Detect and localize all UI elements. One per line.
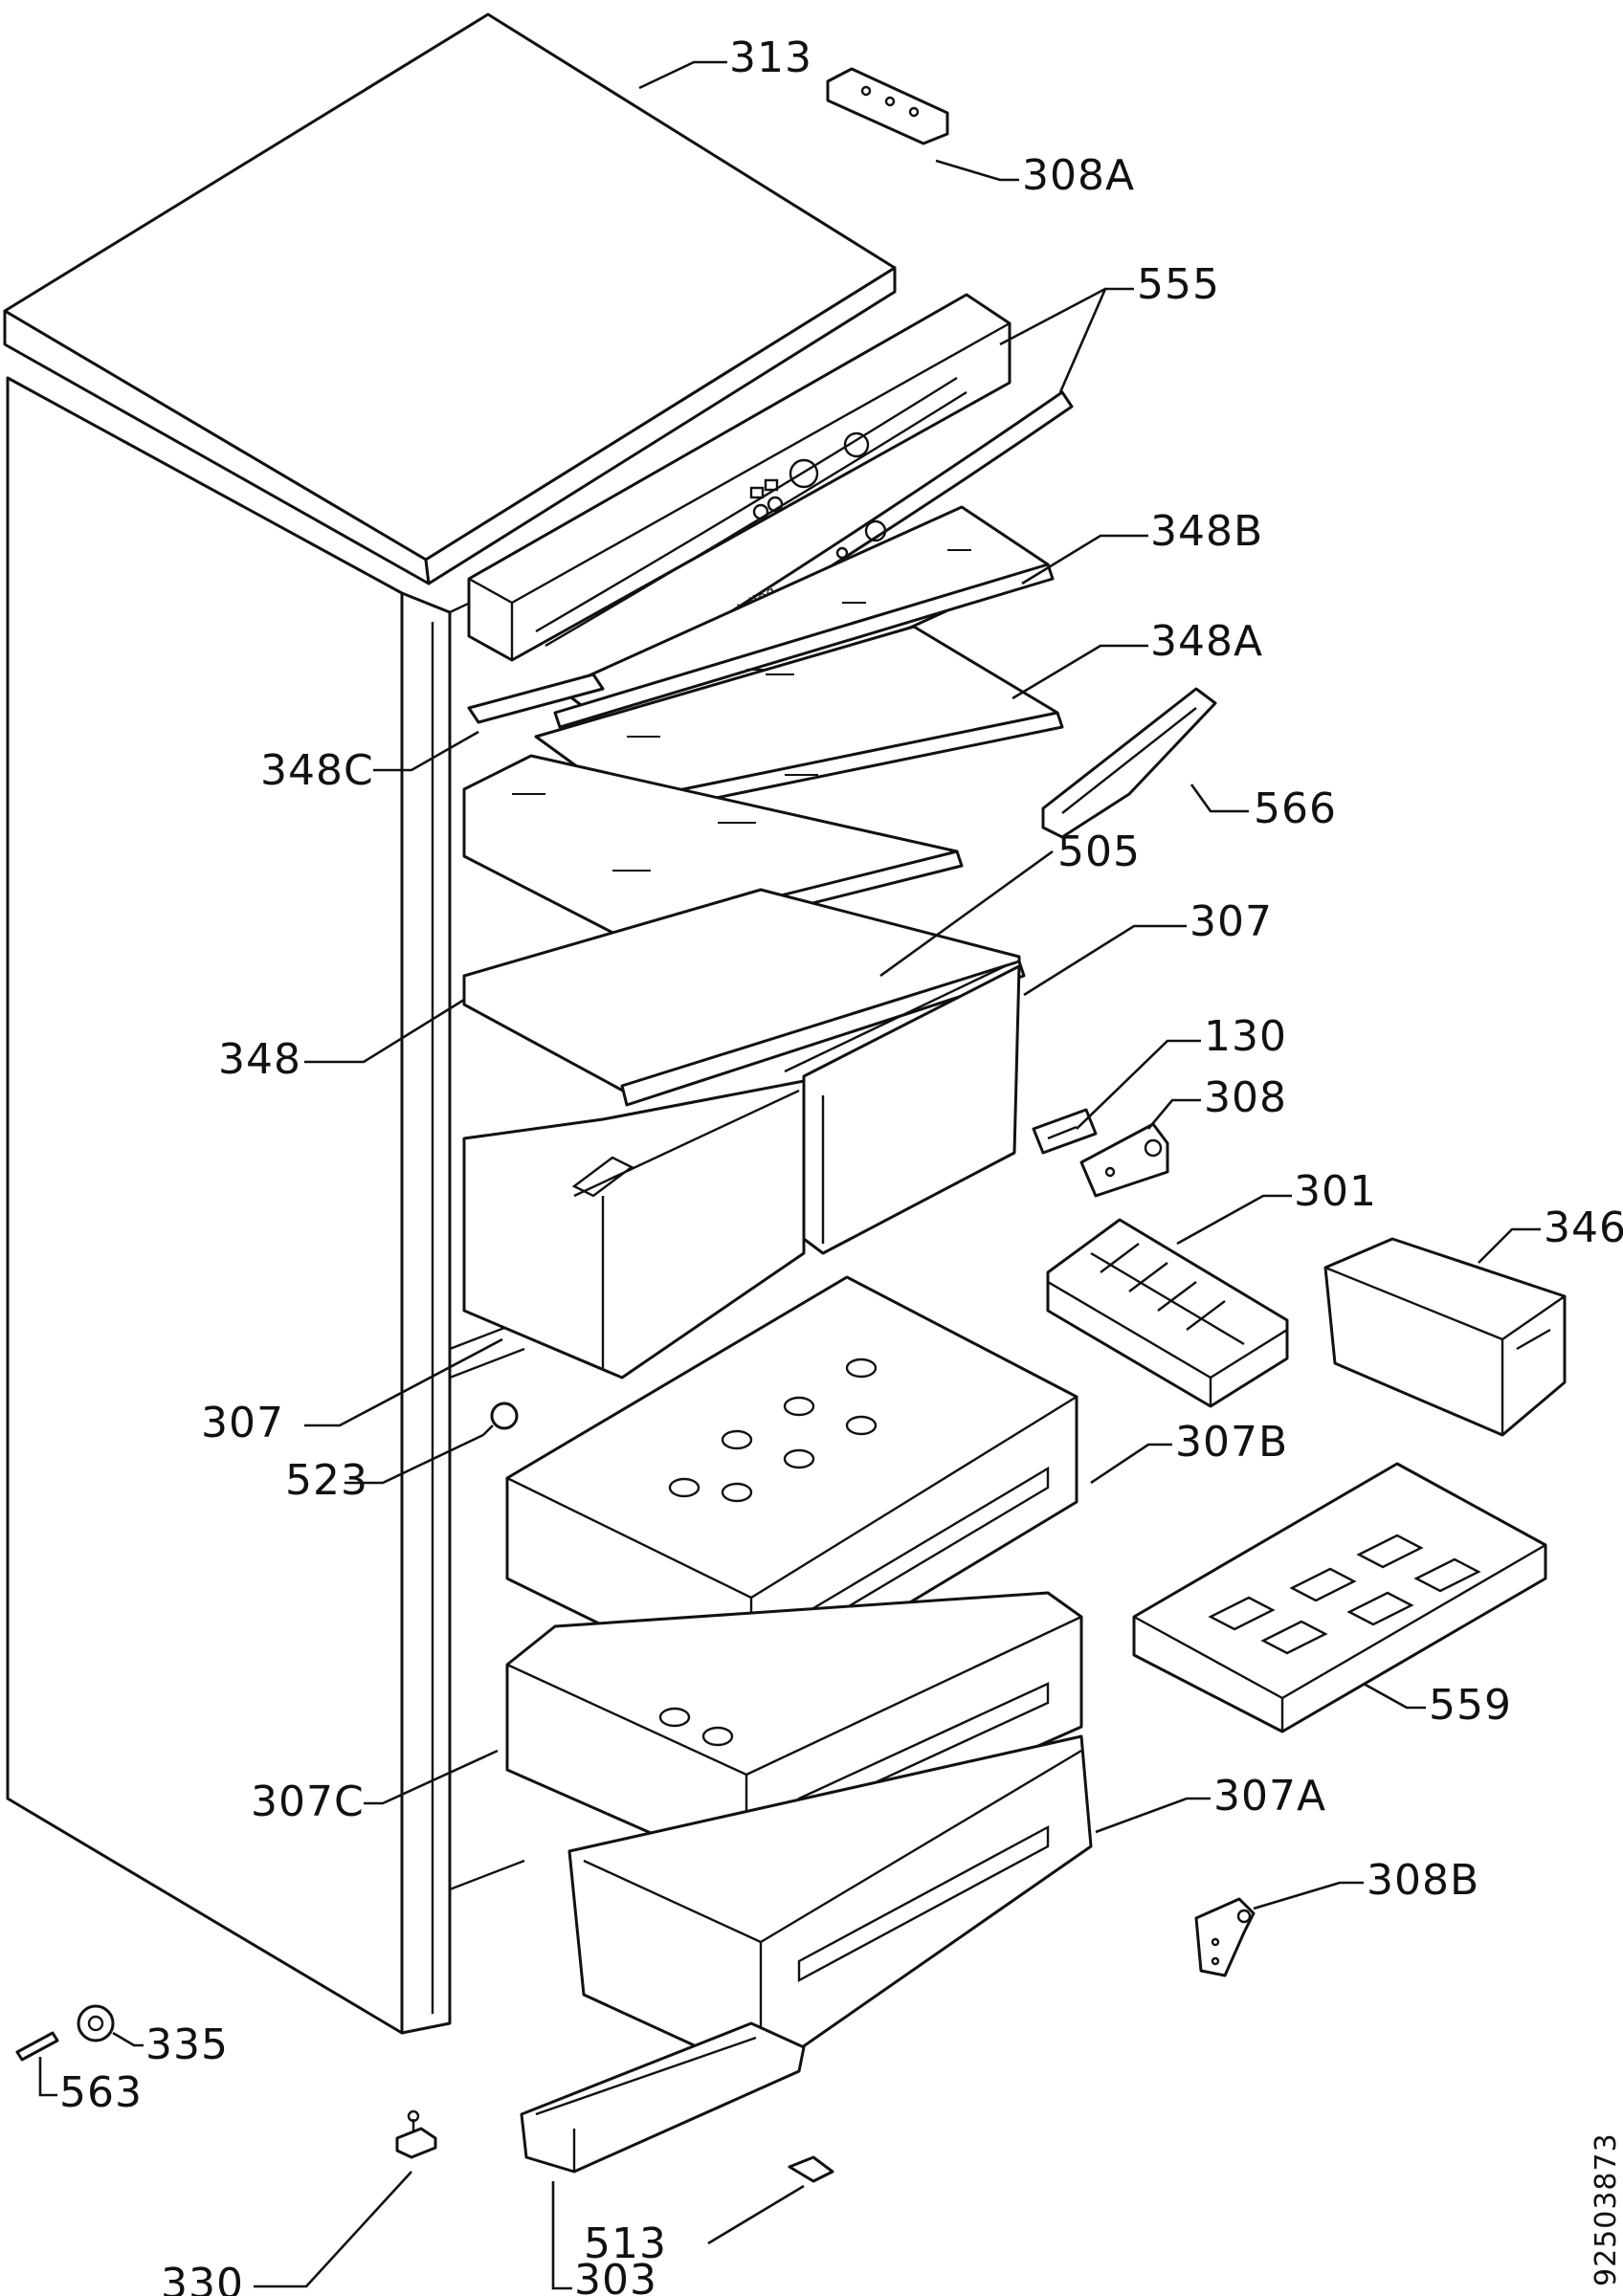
label-348a: 348A <box>1150 617 1263 666</box>
label-348c: 348C <box>260 746 374 795</box>
label-559: 559 <box>1429 1681 1512 1730</box>
label-308: 308 <box>1204 1073 1287 1122</box>
label-307-left: 307 <box>201 1399 284 1447</box>
label-307a: 307A <box>1213 1772 1326 1821</box>
hinge-308a <box>826 67 949 145</box>
foot-330 <box>395 2109 437 2159</box>
label-303: 303 <box>574 2256 657 2296</box>
door-bin-346 <box>1323 1237 1567 1437</box>
label-523: 523 <box>285 1456 368 1505</box>
label-301: 301 <box>1294 1167 1377 1216</box>
label-307b: 307B <box>1175 1418 1288 1467</box>
leader-lines <box>38 60 1541 2290</box>
freezer-drawer-307b <box>505 1275 1078 1700</box>
hinge-308 <box>1079 1122 1169 1198</box>
crisper-drawer-307-left <box>462 1079 806 1380</box>
label-348: 348 <box>218 1035 301 1084</box>
label-330: 330 <box>161 2260 244 2296</box>
label-307c: 307C <box>251 1777 365 1826</box>
label-563: 563 <box>59 2068 143 2117</box>
label-130: 130 <box>1204 1012 1287 1061</box>
cabinet-body <box>3 12 897 2035</box>
switch-523 <box>482 1402 519 1436</box>
cold-accumulator-559 <box>1132 1462 1547 1733</box>
bracket-130 <box>1032 1108 1098 1155</box>
freezer-drawer-307a <box>567 1734 1093 2078</box>
hinge-308b <box>1194 1897 1256 1977</box>
shelf-348c-bracket <box>467 673 605 724</box>
document-number: 92503873 <box>1590 2132 1623 2286</box>
part-labels: 313 308A 555 348B 348A 348C 566 505 307 … <box>59 33 1623 2296</box>
castor-335 <box>77 2004 115 2042</box>
label-335: 335 <box>145 2020 229 2069</box>
label-313: 313 <box>729 33 812 82</box>
bracket-566 <box>1041 687 1217 839</box>
label-555: 555 <box>1137 260 1220 309</box>
pin-563 <box>15 2031 59 2062</box>
control-panel-555 <box>467 293 1012 662</box>
label-307-top: 307 <box>1189 897 1273 946</box>
plinth-303 <box>520 2021 806 2174</box>
label-308a: 308A <box>1022 151 1135 200</box>
label-513: 513 <box>584 2219 667 2268</box>
ice-tray-301 <box>1046 1218 1289 1408</box>
label-505: 505 <box>1057 828 1141 876</box>
label-348b: 348B <box>1150 507 1263 556</box>
label-346: 346 <box>1544 1203 1623 1252</box>
clip-513 <box>788 2155 834 2183</box>
label-308b: 308B <box>1367 1856 1479 1905</box>
label-566: 566 <box>1254 784 1337 833</box>
